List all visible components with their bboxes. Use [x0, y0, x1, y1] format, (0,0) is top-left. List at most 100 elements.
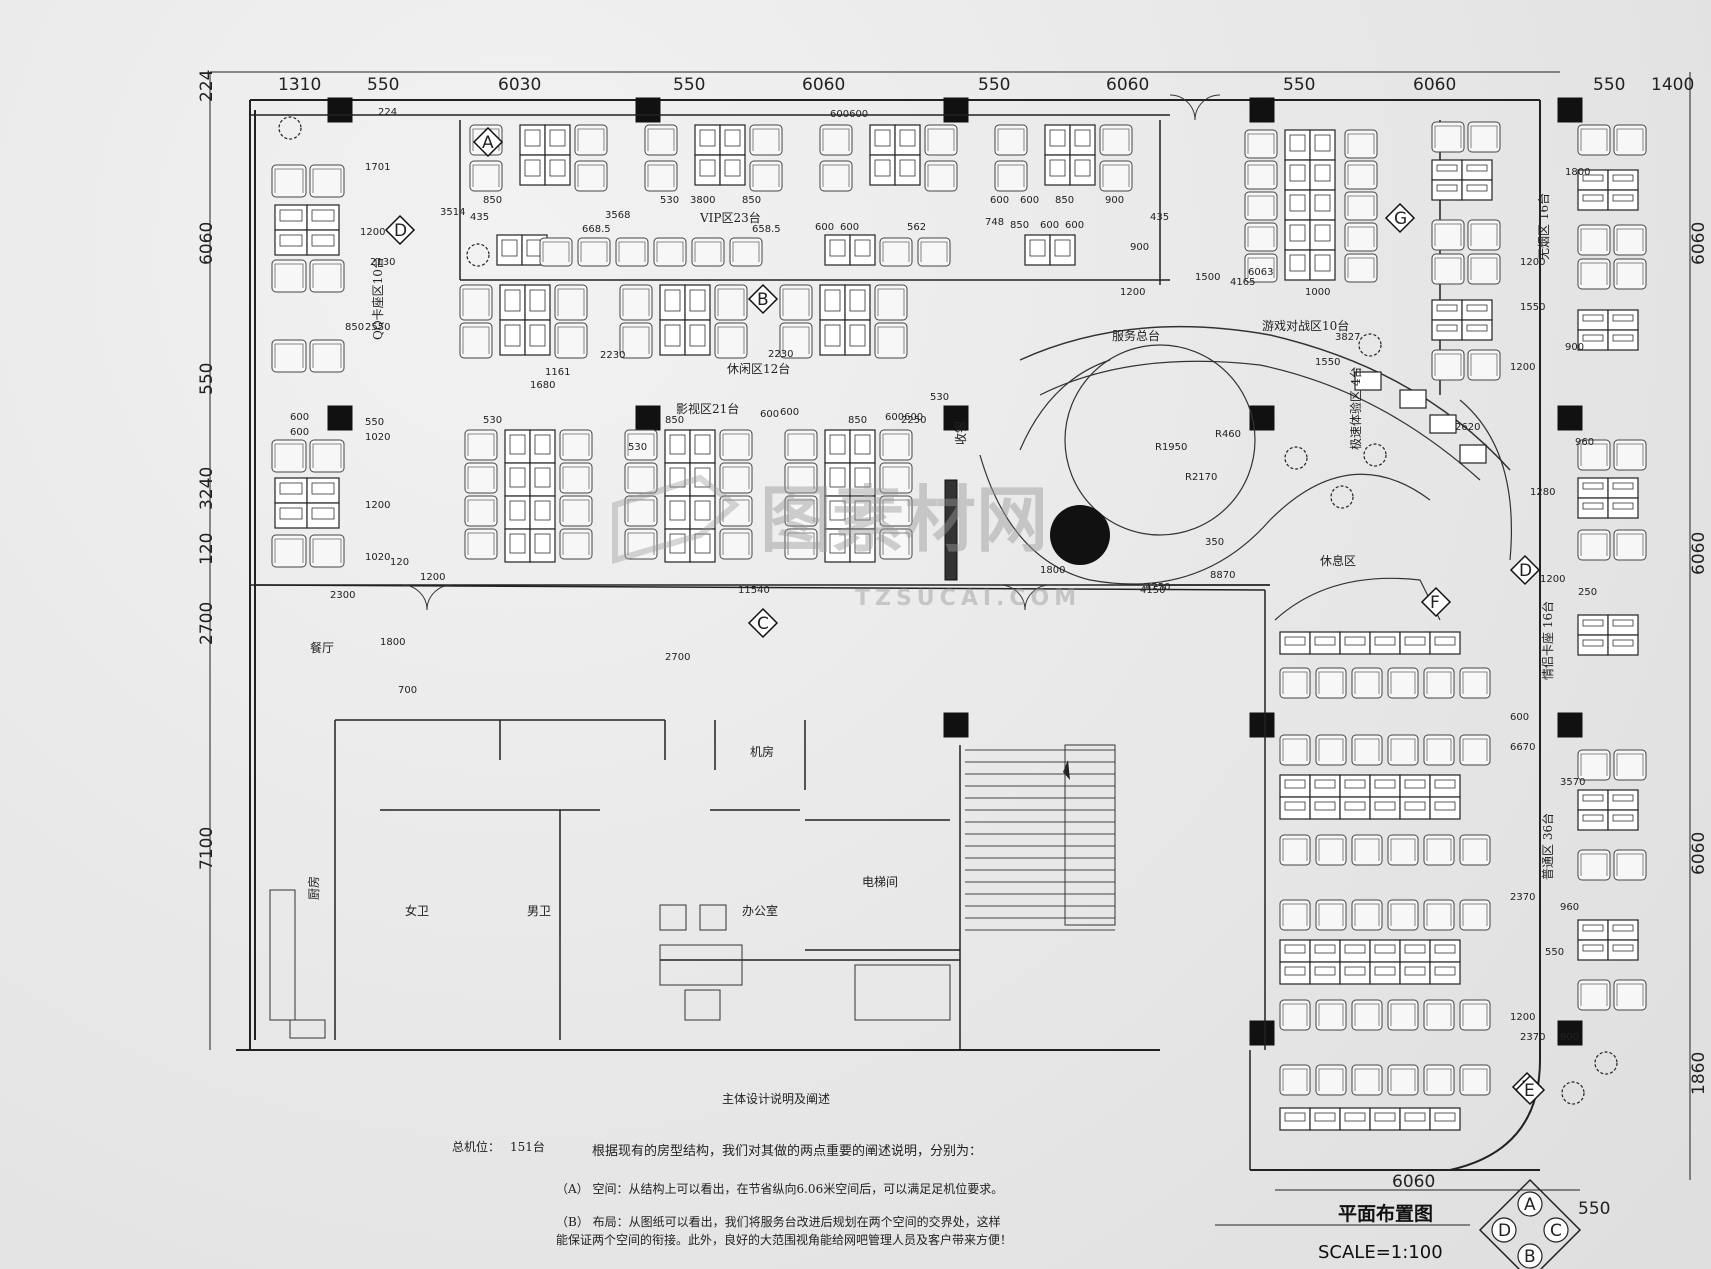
seat — [653, 237, 687, 267]
vip-seats-left — [994, 124, 1028, 192]
vip-seats-right — [574, 124, 608, 192]
dim-inner: 900 — [1105, 195, 1124, 206]
seat — [691, 237, 725, 267]
monitor — [529, 289, 546, 312]
seat-back — [1462, 1003, 1488, 1026]
seat — [624, 462, 658, 494]
monitor — [509, 500, 526, 521]
dim-inner: 600 — [815, 222, 834, 233]
dim-inner: 1161 — [545, 367, 570, 378]
seat-back — [1390, 671, 1416, 694]
vip-desk-cluster — [519, 124, 571, 186]
nosmoke-seats — [1431, 219, 1501, 285]
seat — [644, 160, 678, 192]
monitor — [1582, 482, 1604, 490]
seat-back — [557, 326, 585, 354]
dim-inner: 600600 — [885, 412, 923, 423]
structural-column — [943, 97, 969, 123]
structural-column — [1557, 1020, 1583, 1046]
zone-label-qq: QQ卡座区10台 — [370, 257, 385, 340]
normal-seats — [1279, 899, 1491, 931]
monitor — [1434, 779, 1456, 789]
monitor — [279, 234, 303, 247]
computer-desk — [1399, 961, 1431, 985]
structural-column — [635, 97, 661, 123]
seat — [719, 528, 753, 560]
seat — [1613, 258, 1647, 290]
dim-top: 6060 — [1106, 75, 1149, 95]
monitor — [1436, 184, 1458, 192]
seat-back — [1390, 1003, 1416, 1026]
dim-inner: 600 — [1020, 195, 1039, 206]
seat-back — [462, 326, 490, 354]
film-seat-col — [464, 429, 498, 560]
seat — [1423, 667, 1455, 699]
dim-inner: 2130 — [370, 257, 395, 268]
monitor — [1612, 944, 1634, 952]
seat-back — [927, 164, 955, 187]
seat — [1344, 222, 1378, 252]
seat — [1244, 191, 1278, 221]
monitor — [824, 324, 841, 347]
dim-inner: 1550 — [1315, 357, 1340, 368]
nosmoke-seats — [1577, 124, 1647, 156]
seat — [559, 528, 593, 560]
seat-back — [274, 263, 304, 288]
monitor — [724, 129, 741, 147]
monitor — [1344, 966, 1366, 976]
computer-desk — [1607, 919, 1639, 941]
computer-desk — [1279, 796, 1311, 820]
monitor — [669, 500, 686, 521]
qq-desks — [274, 477, 340, 529]
dim-inner: 3570 — [1560, 777, 1585, 788]
monitor — [534, 533, 551, 554]
seat — [1315, 1064, 1347, 1096]
qq-desks — [274, 204, 340, 256]
computer-desk — [1399, 631, 1431, 655]
film-desk-cluster — [664, 429, 716, 563]
bar-seats — [1577, 529, 1647, 561]
monitor — [694, 500, 711, 521]
seat-back — [622, 288, 650, 316]
seat-back — [787, 433, 815, 456]
monitor — [1466, 164, 1488, 172]
computer-desk — [1607, 939, 1639, 961]
qq-seats — [271, 534, 345, 568]
seat-back — [752, 128, 780, 151]
computer-desk — [1429, 631, 1461, 655]
computer-desk — [1279, 631, 1311, 655]
leisure-desks — [1024, 234, 1076, 266]
seat-back — [1434, 257, 1462, 280]
monitor — [824, 289, 841, 312]
seat-back — [580, 241, 608, 262]
computer-desk — [529, 462, 556, 497]
dim-inner: 600 — [990, 195, 1009, 206]
computer-desk — [689, 495, 716, 530]
structural-column — [1557, 712, 1583, 738]
seat — [874, 284, 908, 321]
dim-inner: 224 — [378, 107, 397, 118]
bar-desks — [1577, 789, 1639, 831]
monitor — [1074, 159, 1091, 177]
computer-desk — [844, 284, 871, 321]
dim-inner: 435 — [1150, 212, 1169, 223]
seat — [1279, 834, 1311, 866]
seat — [1577, 439, 1611, 471]
seat-back — [1462, 738, 1488, 761]
seat — [779, 322, 813, 359]
seat-back — [1426, 903, 1452, 926]
nosmoke-desks — [1577, 309, 1639, 351]
computer-desk — [1577, 497, 1609, 519]
section-marker — [384, 214, 416, 246]
monitor — [1612, 502, 1634, 510]
computer-desk — [1607, 789, 1639, 811]
computer-desk — [1577, 477, 1609, 499]
seat — [624, 495, 658, 527]
film-seat-col — [624, 429, 658, 560]
zone-label-vip: VIP区23台 — [699, 210, 761, 225]
computer-desk — [1279, 939, 1311, 963]
seat — [1344, 160, 1378, 190]
computer-desk — [1429, 1107, 1461, 1131]
normal-seats — [1279, 667, 1491, 699]
monitor — [1284, 966, 1306, 976]
